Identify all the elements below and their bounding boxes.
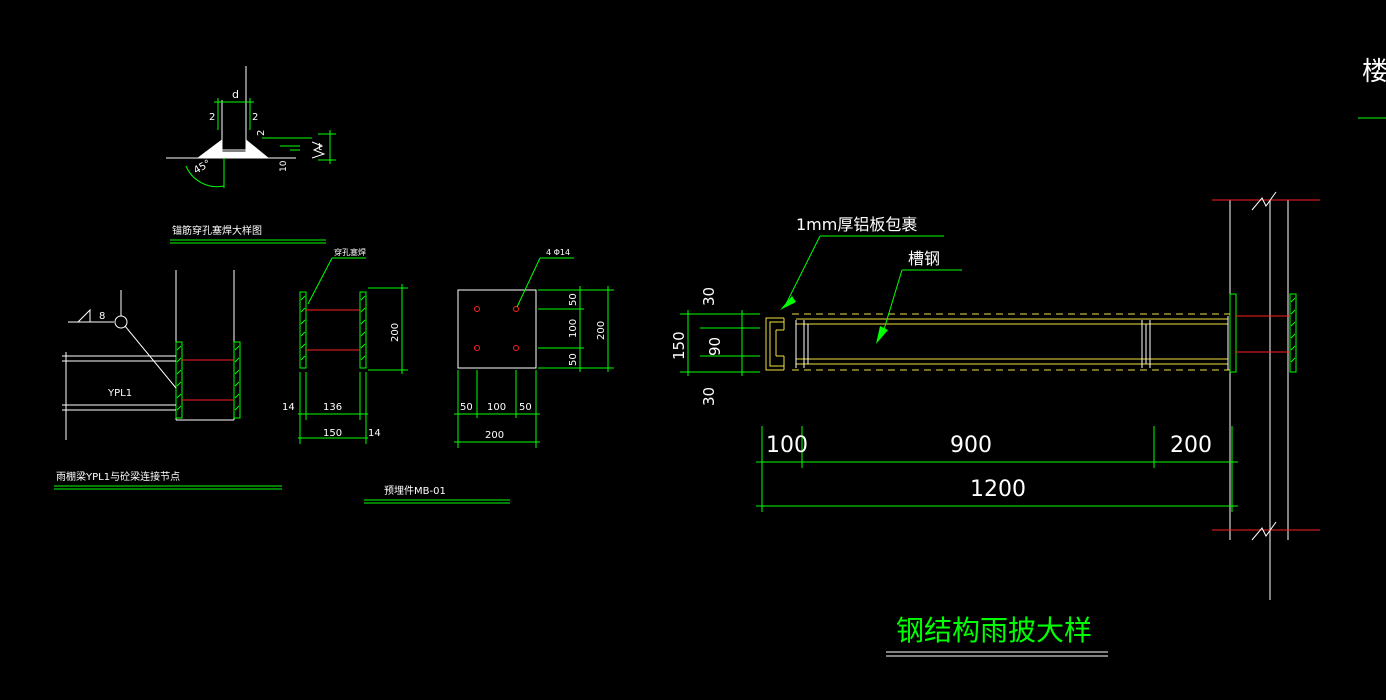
canopy-title: 钢结构雨披大样 — [896, 614, 1092, 647]
embed-side-dim-200: 200 — [390, 323, 401, 342]
embed-side-dim-14-right: 14 — [368, 428, 381, 439]
canopy-detail: 1mm厚铝板包裹 槽钢 30 150 90 30 100 900 200 120… — [670, 191, 1320, 657]
embed-side-view: 穿孔塞焊 200 14 136 150 14 — [282, 247, 408, 444]
connection-weld-size: 8 — [99, 311, 105, 322]
embed-plan-dim-100-bottom: 100 — [487, 402, 506, 413]
embed-plan-view: 4 Φ14 50 100 50 200 50 100 50 200 预埋件MB-… — [364, 248, 614, 504]
canopy-dim-90: 90 — [706, 337, 724, 356]
embed-plan-dim-50-top: 50 — [568, 293, 579, 306]
embed-plan-dim-50-left: 50 — [460, 402, 473, 413]
weld-dim-10: 10 — [279, 160, 289, 172]
embed-plan-dim-200-right: 200 — [596, 321, 607, 340]
embed-plan-callout: 4 Φ14 — [546, 248, 570, 257]
embed-side-dim-150: 150 — [323, 428, 342, 439]
canopy-dim-900: 900 — [950, 433, 992, 458]
weld-dim-right: 2 — [252, 112, 258, 123]
weld-dim-d: d — [232, 88, 239, 101]
embed-side-dim-136: 136 — [323, 402, 342, 413]
canopy-dim-200: 200 — [1170, 433, 1212, 458]
weld-dim-left: 2 — [209, 112, 215, 123]
weld-detail: d 2 2 2 t 10 45° 锚筋穿孔塞焊大样图 — [166, 66, 336, 244]
embed-side-callout: 穿孔塞焊 — [334, 247, 366, 257]
corner-text: 楼 — [1362, 57, 1386, 87]
connection-beam-label: YPL1 — [107, 388, 132, 399]
canopy-dim-30-bottom: 30 — [700, 387, 718, 406]
embed-plan-dim-200-bottom: 200 — [485, 430, 504, 441]
embed-plan-dim-100-mid: 100 — [568, 319, 579, 338]
weld-angle: 45° — [192, 158, 213, 176]
connection-detail-title: 雨棚梁YPL1与砼梁连接节点 — [56, 470, 180, 483]
canopy-dim-150: 150 — [670, 331, 688, 360]
weld-dim-t: t — [318, 142, 322, 153]
embed-plan-dim-50-right: 50 — [519, 402, 532, 413]
embed-side-dim-14-left: 14 — [282, 402, 295, 413]
canopy-dim-30-top: 30 — [700, 287, 718, 306]
canopy-label-channel: 槽钢 — [908, 249, 940, 268]
canopy-label-cladding: 1mm厚铝板包裹 — [796, 215, 917, 234]
weld-detail-title: 锚筋穿孔塞焊大样图 — [172, 224, 262, 237]
canopy-dim-100: 100 — [766, 433, 808, 458]
embed-plan-title: 预埋件MB-01 — [384, 485, 446, 497]
connection-detail: YPL1 8 雨棚梁YPL1与砼梁连接节点 — [54, 270, 282, 490]
weld-dim-gap: 2 — [256, 130, 267, 136]
canopy-dim-1200: 1200 — [970, 477, 1026, 502]
embed-plan-dim-50-bottom: 50 — [568, 353, 579, 366]
